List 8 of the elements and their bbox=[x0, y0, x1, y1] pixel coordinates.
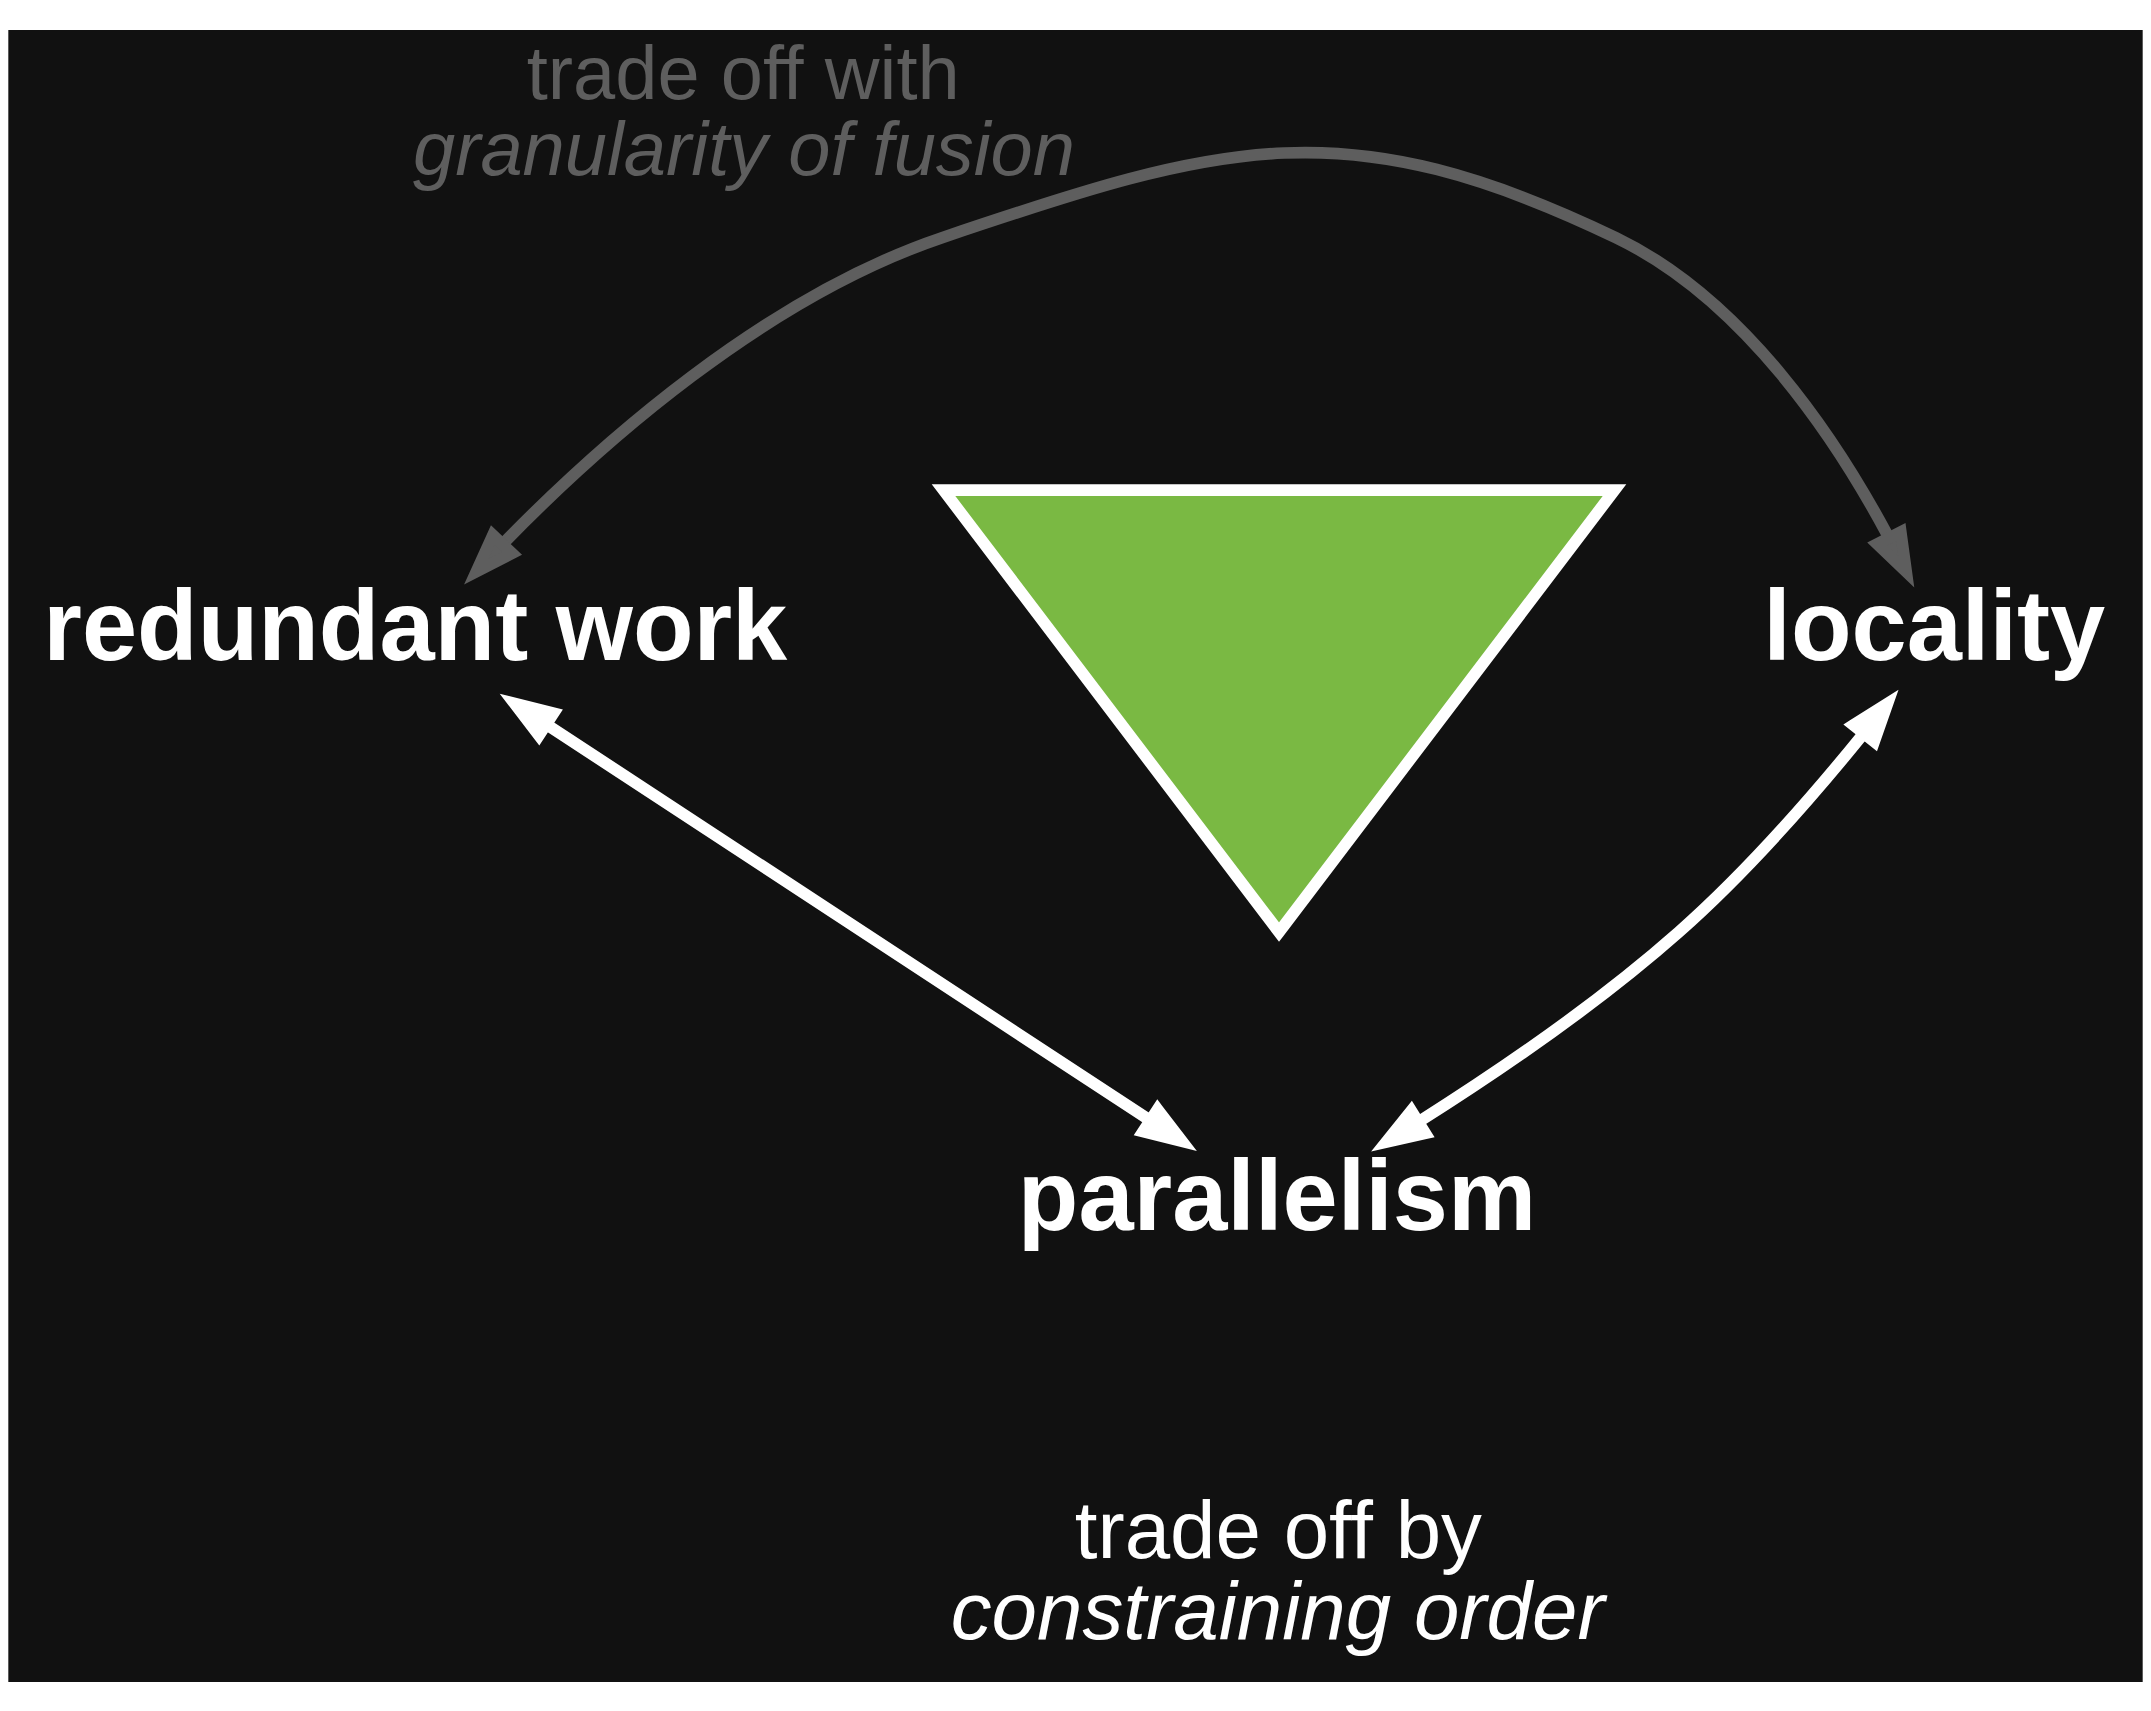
node-text: redundant work bbox=[43, 569, 788, 681]
arrow bbox=[499, 693, 1197, 1151]
node-text: locality bbox=[1763, 569, 2106, 681]
node-triangle bbox=[931, 483, 1627, 942]
arrow bbox=[1371, 689, 1899, 1151]
arrow bbox=[464, 146, 1915, 587]
node-text: parallelism bbox=[1017, 1139, 1537, 1251]
edge-label: trade off with granularity of fusion bbox=[412, 29, 1075, 191]
